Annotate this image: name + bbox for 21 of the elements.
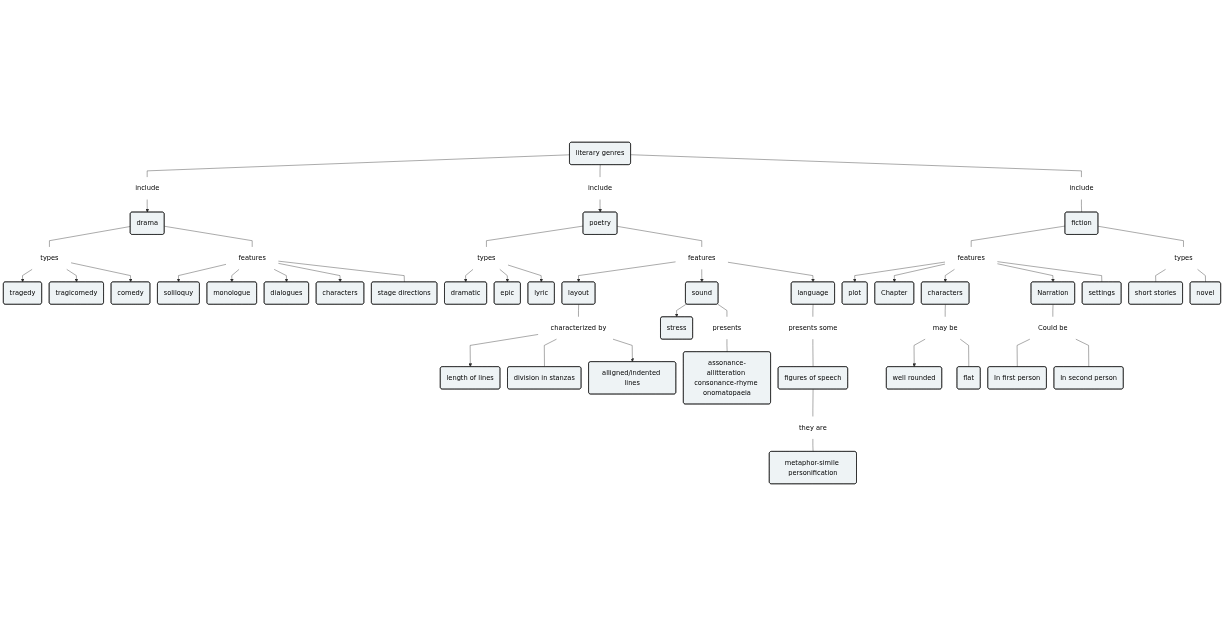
connector — [146, 154, 570, 178]
connector — [617, 226, 702, 248]
connector — [812, 338, 814, 368]
connector — [1081, 199, 1082, 213]
connector — [812, 389, 814, 417]
connector — [944, 304, 946, 317]
connector — [630, 154, 1082, 178]
connector — [726, 338, 728, 353]
connector — [717, 303, 728, 317]
connector — [1197, 269, 1206, 283]
connector — [1097, 226, 1184, 248]
connector — [599, 164, 601, 178]
connector — [1155, 269, 1166, 283]
connector — [1052, 304, 1054, 317]
connector — [164, 226, 253, 248]
connector — [49, 226, 131, 248]
connector — [578, 304, 579, 317]
connector — [486, 225, 584, 248]
connector — [960, 338, 970, 368]
connector — [812, 304, 814, 317]
connector — [971, 225, 1066, 248]
